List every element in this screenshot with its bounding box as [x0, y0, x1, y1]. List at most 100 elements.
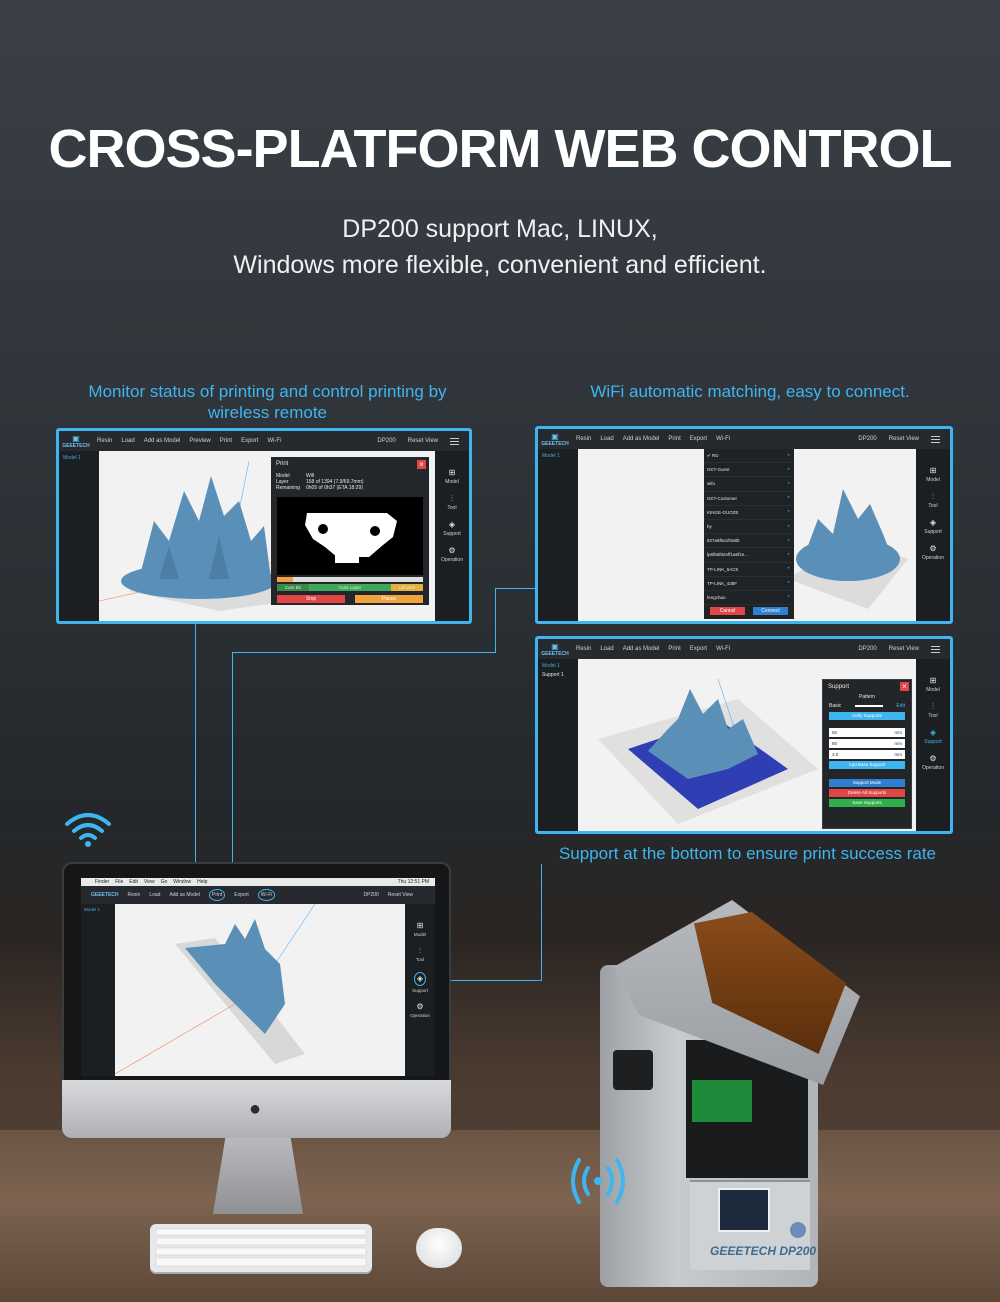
wifi-network-item[interactable]: KINGE-GUOZE◔ [704, 506, 794, 520]
menu-export[interactable]: Export [689, 436, 708, 442]
caption-wifi: WiFi automatic matching, easy to connect… [590, 382, 910, 401]
save-supports-button[interactable]: Save Supports [829, 799, 905, 807]
mac-menu-item[interactable]: Window [173, 879, 192, 885]
support-dialog: Support × Pattern Basic Edit Unify Suppo… [822, 679, 912, 829]
wifi-network-item[interactable]: 827a6f5a1f0a8b◔ [704, 534, 794, 549]
model-list-item[interactable]: Model 1 [63, 455, 81, 461]
tool-tool[interactable]: ⫶Tool [928, 492, 938, 510]
hamburger-menu-icon[interactable] [931, 435, 940, 443]
menu-export[interactable]: Export [241, 438, 259, 444]
device-name[interactable]: DP200 [858, 646, 877, 652]
menu-export[interactable]: Export [234, 892, 249, 898]
unify-supports-button[interactable]: Unify Supports [829, 712, 905, 720]
support-mode-button[interactable]: Support Mode [829, 779, 905, 787]
menu-add-as-model[interactable]: Add as Model [622, 436, 660, 442]
menu-resin[interactable]: Resin [127, 892, 141, 898]
reset-view-button[interactable]: Reset View [387, 892, 413, 898]
tool-support[interactable]: ◈Support [924, 728, 942, 746]
tool-tool[interactable]: ⫶Tool [447, 494, 457, 512]
tool-model[interactable]: ⊞Model [445, 468, 459, 486]
model-list-item[interactable]: Model 1 [542, 663, 560, 669]
menu-export[interactable]: Export [689, 646, 708, 652]
menu-add-as-model[interactable]: Add as Model [143, 438, 181, 444]
add-base-support-button[interactable]: Add Base Support [829, 761, 905, 769]
castle-model [114, 903, 316, 1075]
device-name[interactable]: DP200 [377, 438, 396, 444]
geeetech-logo: ▣GEEETECH [62, 433, 90, 449]
menu-print[interactable]: Print [209, 889, 226, 901]
menu-wifi[interactable]: Wi-Fi [716, 436, 731, 442]
tool-operation[interactable]: ⚙Operation [922, 754, 944, 772]
menu-wifi[interactable]: Wi-Fi [267, 438, 282, 444]
tool-model[interactable]: ⊞Model [926, 676, 940, 694]
menu-print[interactable]: Print [219, 438, 233, 444]
printer-touchscreen[interactable] [718, 1188, 770, 1232]
wifi-network-item[interactable]: GKT-Guest◔ [704, 463, 794, 478]
pattern-edit-link[interactable]: Edit [896, 703, 905, 709]
menu-print[interactable]: Print [668, 436, 681, 442]
reset-view-button[interactable]: Reset View [888, 436, 919, 442]
menu-preview[interactable]: Preview [189, 438, 211, 444]
reset-view-button[interactable]: Reset View [888, 646, 919, 652]
pattern-slider[interactable] [854, 705, 883, 707]
model-list-item[interactable]: Model 1 [84, 907, 101, 912]
hamburger-menu-icon[interactable] [931, 645, 940, 653]
pattern-basic[interactable]: Basic [829, 703, 842, 709]
close-icon[interactable]: × [900, 682, 909, 691]
wifi-network-item[interactable]: TP-LINK_438F◔ [704, 577, 794, 591]
wifi-network-item[interactable]: ✔ RD◔ [704, 449, 794, 464]
tool-operation[interactable]: ⚙Operation [441, 546, 463, 564]
mouse [416, 1228, 462, 1268]
menu-wifi[interactable]: Wi-Fi [257, 889, 276, 901]
menu-print[interactable]: Print [668, 646, 681, 652]
menu-load[interactable]: Load [600, 436, 614, 442]
mac-menu-item[interactable]: Go [160, 879, 168, 885]
close-icon[interactable]: × [417, 460, 426, 469]
tool-tool[interactable]: ⫶Tool [928, 702, 938, 720]
wifi-network-item[interactable]: fengchao◔ [704, 591, 794, 606]
mac-menu-item[interactable]: Edit [129, 879, 138, 885]
mac-menu-item[interactable]: View [143, 879, 155, 885]
tool-tool[interactable]: ⫶Tool [415, 946, 425, 963]
menu-resin[interactable]: Resin [576, 646, 592, 652]
support-list-item[interactable]: Support 1 [542, 672, 564, 678]
menu-load[interactable]: Load [600, 646, 614, 652]
menu-add-as-model[interactable]: Add as Model [169, 892, 201, 898]
tool-operation[interactable]: ⚙Operation [922, 544, 944, 562]
pause-button[interactable]: Pause [355, 595, 423, 603]
connect-button[interactable]: Connect [753, 607, 788, 616]
wifi-network-item[interactable]: wifu◔ [704, 477, 794, 492]
menu-resin[interactable]: Resin [576, 436, 592, 442]
mac-menu-item[interactable]: Finder [95, 879, 110, 885]
wifi-network-item[interactable]: lp6f8af82eff1a6f1e...◔ [704, 548, 794, 563]
3d-viewport[interactable] [114, 903, 405, 1076]
menu-resin[interactable]: Resin [97, 438, 113, 444]
cancel-button[interactable]: Cancel [710, 607, 745, 616]
tool-model[interactable]: ⊞Model [413, 921, 427, 938]
wifi-network-item[interactable]: hy◔ [704, 520, 794, 535]
tool-model[interactable]: ⊞Model [926, 466, 940, 484]
mac-menu-item[interactable]: File [115, 879, 124, 885]
mac-menu-item[interactable]: Help [197, 879, 208, 885]
wifi-network-item[interactable]: GKT-Customer◔ [704, 492, 794, 506]
power-button[interactable] [790, 1222, 806, 1238]
menu-load[interactable]: Load [121, 438, 135, 444]
wifi-network-item[interactable]: TP-LINK_5AC9◔ [704, 563, 794, 577]
device-name[interactable]: DP200 [363, 892, 379, 898]
tool-support[interactable]: ◈Support [924, 518, 942, 536]
menu-load[interactable]: Load [149, 892, 161, 898]
menu-wifi[interactable]: Wi-Fi [716, 646, 731, 652]
stop-button[interactable]: Stop [277, 595, 345, 603]
model-list-item[interactable]: Model 1 [542, 453, 560, 459]
tool-operation[interactable]: ⚙Operation [410, 1002, 430, 1019]
reset-view-button[interactable]: Reset View [407, 438, 438, 444]
tool-support[interactable]: ◈Support [443, 520, 461, 538]
hamburger-menu-icon[interactable] [450, 437, 459, 445]
menu-add-as-model[interactable]: Add as Model [622, 646, 660, 652]
tool-support[interactable]: ◈Support [412, 972, 428, 993]
delete-all-supports-button[interactable]: Delete All Supports [829, 789, 905, 797]
device-name[interactable]: DP200 [858, 436, 877, 442]
